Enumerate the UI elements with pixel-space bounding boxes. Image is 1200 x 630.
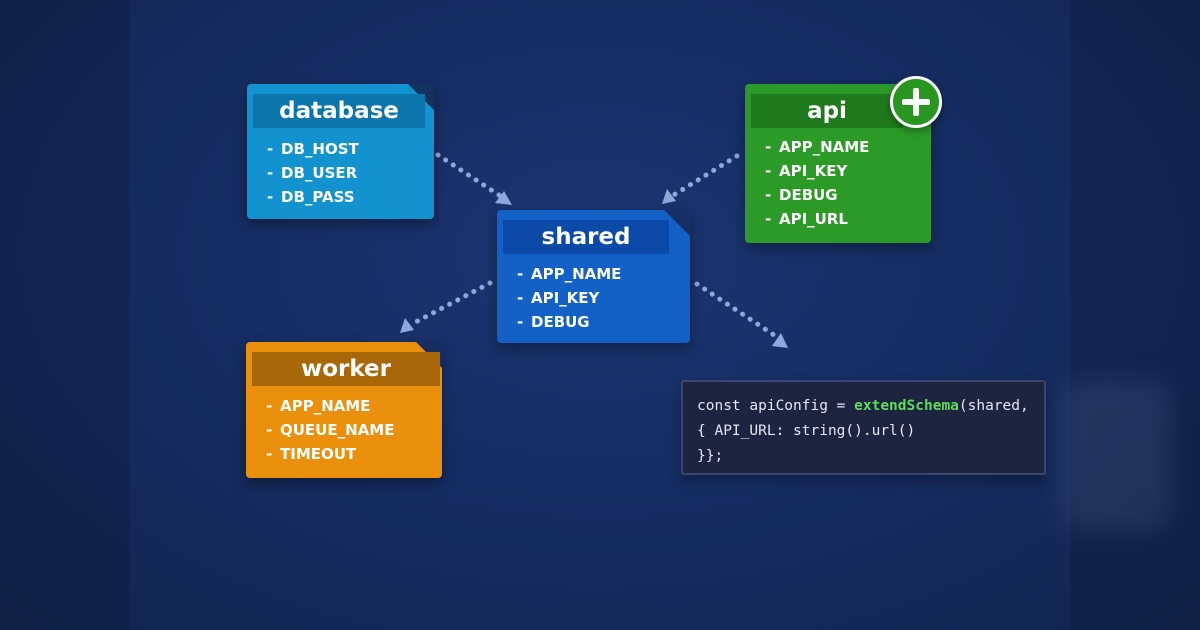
field-name: TIMEOUT	[280, 445, 357, 463]
field-bullet: -	[765, 138, 772, 156]
code-line-3: }};	[697, 448, 724, 464]
field-name: APP_NAME	[280, 397, 371, 415]
code-function-name: extendSchema	[854, 398, 959, 414]
field-bullet: -	[267, 188, 274, 206]
field-item: -DEBUG	[765, 183, 869, 207]
left-side-band	[0, 0, 130, 630]
field-name: API_KEY	[531, 289, 600, 307]
code-line-1: const apiConfig = extendSchema(shared,	[697, 394, 1044, 419]
worker-schema-card: worker -APP_NAME -QUEUE_NAME -TIMEOUT	[246, 342, 442, 478]
field-bullet: -	[267, 164, 274, 182]
field-name: API_KEY	[779, 162, 848, 180]
field-item: -APP_NAME	[765, 135, 869, 159]
field-name: DEBUG	[531, 313, 590, 331]
arrow-shared-to-code-block	[694, 281, 788, 348]
plus-icon	[890, 76, 942, 128]
field-name: DB_HOST	[281, 140, 359, 158]
card-title: api	[751, 94, 903, 128]
card-title: shared	[503, 220, 669, 254]
field-item: -API_URL	[765, 207, 869, 231]
field-list: -APP_NAME -API_KEY -DEBUG	[517, 262, 621, 334]
field-bullet: -	[267, 140, 274, 158]
arrow-shared-to-worker	[400, 280, 493, 333]
card-title: database	[253, 94, 425, 128]
field-item: -DEBUG	[517, 310, 621, 334]
field-list: -DB_HOST -DB_USER -DB_PASS	[267, 137, 359, 209]
code-text: const apiConfig =	[697, 398, 855, 414]
right-side-band	[1070, 0, 1200, 630]
plus-icon-glyph	[902, 88, 930, 116]
field-bullet: -	[765, 186, 772, 204]
field-item: -DB_HOST	[267, 137, 359, 161]
field-bullet: -	[517, 265, 524, 283]
field-bullet: -	[517, 313, 524, 331]
field-item: -TIMEOUT	[266, 442, 394, 466]
field-bullet: -	[266, 421, 273, 439]
field-name: QUEUE_NAME	[280, 421, 395, 439]
code-line-2: { API_URL: string().url()	[697, 423, 916, 439]
field-item: -API_KEY	[517, 286, 621, 310]
field-name: APP_NAME	[531, 265, 622, 283]
arrow-api-to-shared	[662, 153, 740, 204]
field-name: API_URL	[779, 210, 848, 228]
database-schema-card: database -DB_HOST -DB_USER -DB_PASS	[247, 84, 434, 219]
field-bullet: -	[765, 210, 772, 228]
arrow-database-to-shared	[435, 152, 512, 205]
field-bullet: -	[266, 445, 273, 463]
field-item: -APP_NAME	[517, 262, 621, 286]
field-item: -DB_USER	[267, 161, 359, 185]
shared-schema-card: shared -APP_NAME -API_KEY -DEBUG	[497, 210, 690, 343]
field-bullet: -	[517, 289, 524, 307]
field-item: -APP_NAME	[266, 394, 394, 418]
field-list: -APP_NAME -API_KEY -DEBUG -API_URL	[765, 135, 869, 231]
field-bullet: -	[266, 397, 273, 415]
field-item: -QUEUE_NAME	[266, 418, 394, 442]
field-name: DEBUG	[779, 186, 838, 204]
field-name: DB_PASS	[281, 188, 355, 206]
field-name: APP_NAME	[779, 138, 870, 156]
field-name: DB_USER	[281, 164, 358, 182]
field-bullet: -	[765, 162, 772, 180]
field-item: -API_KEY	[765, 159, 869, 183]
code-text: (shared,	[958, 398, 1029, 414]
code-block: const apiConfig = extendSchema(shared, {…	[681, 380, 1046, 475]
card-title: worker	[252, 352, 440, 386]
blurred-background-shape	[1060, 380, 1170, 530]
field-list: -APP_NAME -QUEUE_NAME -TIMEOUT	[266, 394, 394, 466]
field-item: -DB_PASS	[267, 185, 359, 209]
